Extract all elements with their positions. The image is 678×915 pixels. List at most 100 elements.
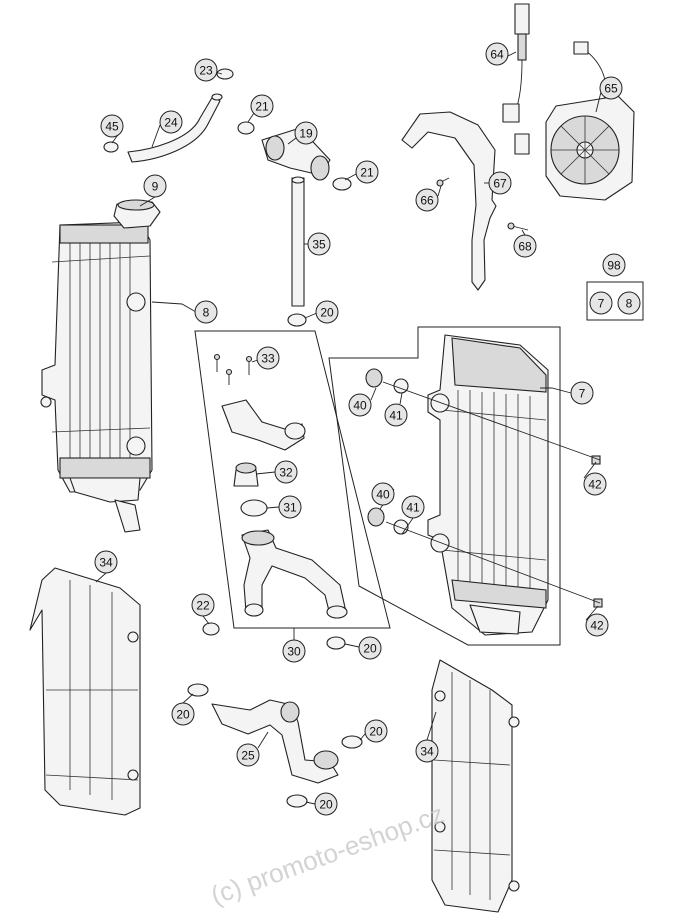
callout-21: 21: [250, 94, 274, 118]
callout-circle: [401, 495, 425, 519]
callout-42: 42: [585, 613, 609, 637]
callout-20: 20: [358, 636, 382, 660]
callout-circle: [570, 381, 594, 405]
bushing-40-lower: [367, 507, 385, 527]
callout-circle: [236, 743, 260, 767]
callout-circle: [583, 472, 607, 496]
callout-number: 67: [493, 177, 507, 191]
louver-34-right: [431, 659, 520, 913]
callout-number: 21: [255, 100, 269, 114]
callout-number: 23: [199, 64, 213, 78]
callout-number: 40: [353, 399, 367, 413]
callout-68: 68: [513, 234, 537, 258]
bushing-40-upper: [365, 368, 383, 388]
callout-circle: [307, 232, 331, 256]
callout-8: 8: [194, 300, 218, 324]
callout-circle: [358, 636, 382, 660]
callout-circle: [278, 495, 302, 519]
callout-number: 41: [406, 501, 420, 515]
callout-22: 22: [191, 593, 215, 617]
callout-30: 30: [282, 639, 306, 663]
callout-41: 41: [401, 495, 425, 519]
louver-34-left: [29, 567, 141, 816]
bracket-67: [401, 111, 497, 291]
callout-number: 32: [279, 466, 293, 480]
callout-67: 67: [488, 171, 512, 195]
callout-circle: [94, 550, 118, 574]
callout-circle: [256, 346, 280, 370]
callout-circle: [415, 739, 439, 763]
upper-hose-24: [127, 93, 223, 163]
callout-98: 98: [602, 253, 626, 277]
hose-upper-kit: [221, 399, 306, 451]
callout-20: 20: [364, 719, 388, 743]
callout-number: 98: [607, 259, 621, 273]
callout-number: 7: [579, 387, 586, 401]
callout-circle: [274, 460, 298, 484]
sensor-64: [502, 3, 530, 155]
callout-circle: [191, 593, 215, 617]
callout-circle: [314, 792, 338, 816]
callout-number: 20: [369, 725, 383, 739]
callout-number: 34: [420, 745, 434, 759]
callout-number: 20: [319, 798, 333, 812]
screws-33: [213, 353, 253, 385]
fan-65: [545, 41, 635, 201]
callout-25: 25: [236, 743, 260, 767]
screw-68: [507, 222, 529, 231]
callout-number: 24: [164, 116, 178, 130]
washer-41-lower: [393, 519, 409, 535]
right-radiator: [427, 334, 549, 636]
callout-number: 19: [299, 127, 313, 141]
hose-kit-frame: [194, 330, 391, 629]
callout-number: 22: [196, 599, 210, 613]
clamp-20-top: [287, 313, 307, 327]
callout-65: 65: [599, 76, 623, 100]
callout-number: 65: [604, 82, 618, 96]
lower-hose-25: [187, 683, 363, 808]
callout-number: 41: [389, 409, 403, 423]
callout-circle: [485, 42, 509, 66]
callout-42: 42: [583, 472, 607, 496]
callout-number: 30: [287, 645, 301, 659]
callout-20: 20: [314, 792, 338, 816]
hose-lower-kit: [241, 529, 348, 619]
callout-19: 19: [294, 121, 318, 145]
assembly-frames: [194, 281, 644, 646]
callout-34: 34: [94, 550, 118, 574]
callout-32: 32: [274, 460, 298, 484]
callout-circle: [250, 94, 274, 118]
callout-circle: [355, 160, 379, 184]
callout-34: 34: [415, 739, 439, 763]
callout-number: 8: [626, 297, 633, 311]
callout-circle: [194, 58, 218, 82]
callout-circle: [384, 403, 408, 427]
callout-circle: [194, 300, 218, 324]
callout-31: 31: [278, 495, 302, 519]
callout-number: 20: [363, 642, 377, 656]
callout-circle: [371, 482, 395, 506]
callout-circle: [488, 171, 512, 195]
callout-number: 25: [241, 749, 255, 763]
callout-number: 66: [420, 194, 434, 208]
callout-number: 20: [176, 708, 190, 722]
callout-circle: [513, 234, 537, 258]
callout-7: 7: [589, 291, 613, 315]
callout-circle: [599, 76, 623, 100]
callout-number: 33: [261, 352, 275, 366]
callout-circle: [602, 253, 626, 277]
clip-22: [202, 622, 220, 636]
callout-circle: [348, 393, 372, 417]
callout-20: 20: [315, 300, 339, 324]
callout-number: 9: [152, 180, 159, 194]
callout-number: 31: [283, 501, 297, 515]
callout-number: 34: [99, 556, 113, 570]
kit-98-box: [586, 281, 644, 321]
bolt-42-lower: [593, 598, 603, 608]
left-radiator: [40, 221, 153, 533]
callout-circle: [315, 300, 339, 324]
callout-circle: [617, 291, 641, 315]
pipe-35: [291, 176, 305, 307]
